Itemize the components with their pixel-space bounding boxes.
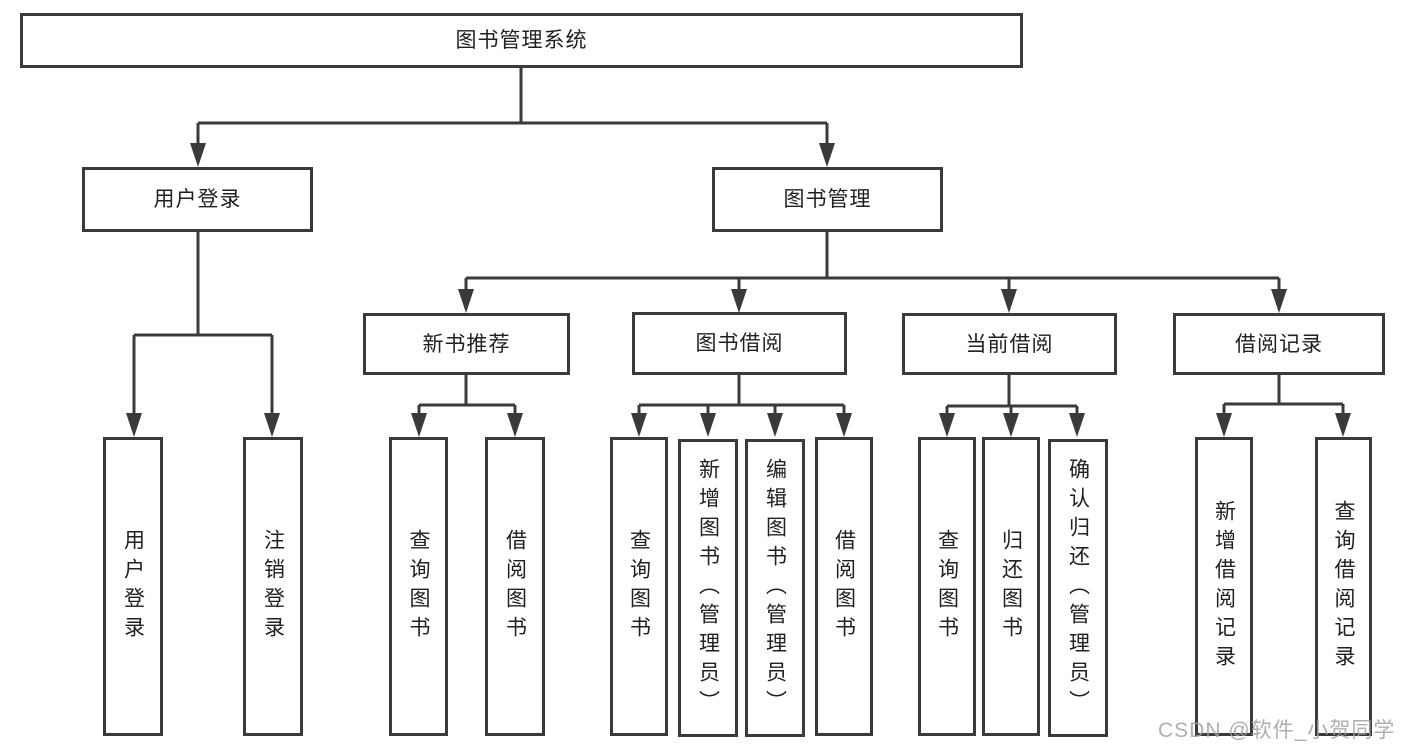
node-book-management-branch-label: 图书管理 (783, 188, 872, 211)
node-borrowing-records: 借阅记录 (1173, 313, 1385, 375)
node-book-management-branch: 图书管理 (712, 167, 943, 232)
node-leaf-user-login: 用户登录 (103, 437, 163, 736)
node-leaf-confirm-return-admin: 确认归还（管理员） (1048, 439, 1108, 737)
node-leaf-query-books-borrowing-label: 查询图书 (627, 528, 651, 645)
node-leaf-borrow-books-label: 借阅图书 (832, 528, 856, 645)
node-leaf-query-borrow-record: 查询借阅记录 (1315, 437, 1372, 736)
node-leaf-query-books-current: 查询图书 (918, 437, 976, 736)
node-leaf-add-books-admin-label: 新增图书（管理员） (696, 457, 720, 719)
node-leaf-user-login-label: 用户登录 (121, 528, 145, 645)
node-borrowing-records-label: 借阅记录 (1235, 332, 1323, 356)
node-user-login-branch: 用户登录 (82, 167, 313, 232)
node-leaf-add-borrow-record: 新增借阅记录 (1195, 437, 1253, 736)
node-root-label: 图书管理系统 (455, 29, 588, 52)
connector-stems (132, 68, 1345, 416)
node-book-borrowing-label: 图书借阅 (695, 332, 784, 355)
node-leaf-query-books-recommend: 查询图书 (389, 437, 448, 736)
node-leaf-edit-books-admin-label: 编辑图书（管理员） (763, 457, 787, 719)
node-current-borrowing-label: 当前借阅 (965, 332, 1054, 356)
node-leaf-query-books-borrowing: 查询图书 (610, 437, 668, 736)
node-leaf-query-books-recommend-label: 查询图书 (407, 528, 430, 645)
node-new-book-recommend-label: 新书推荐 (422, 332, 511, 356)
csdn-watermark: CSDN @软件_小贺同学 (1158, 719, 1396, 742)
node-leaf-return-books: 归还图书 (982, 437, 1040, 736)
node-leaf-borrow-books-recommend: 借阅图书 (485, 437, 545, 736)
node-user-login-branch-label: 用户登录 (153, 188, 242, 211)
node-leaf-return-books-label: 归还图书 (999, 528, 1023, 645)
node-leaf-borrow-books-recommend-label: 借阅图书 (503, 528, 527, 645)
node-leaf-add-books-admin: 新增图书（管理员） (678, 439, 738, 737)
node-root: 图书管理系统 (20, 13, 1023, 68)
node-leaf-borrow-books: 借阅图书 (815, 437, 873, 736)
node-leaf-logout: 注销登录 (243, 437, 303, 736)
node-leaf-logout-label: 注销登录 (261, 528, 285, 645)
node-book-borrowing: 图书借阅 (632, 312, 847, 375)
node-current-borrowing: 当前借阅 (902, 313, 1117, 375)
node-leaf-edit-books-admin: 编辑图书（管理员） (745, 439, 805, 737)
node-leaf-confirm-return-admin-label: 确认归还（管理员） (1066, 457, 1090, 719)
node-leaf-query-borrow-record-label: 查询借阅记录 (1332, 499, 1355, 674)
node-leaf-query-books-current-label: 查询图书 (935, 528, 959, 645)
arrowheads (126, 143, 1351, 437)
node-new-book-recommend: 新书推荐 (363, 313, 570, 375)
node-leaf-add-borrow-record-label: 新增借阅记录 (1212, 499, 1236, 674)
